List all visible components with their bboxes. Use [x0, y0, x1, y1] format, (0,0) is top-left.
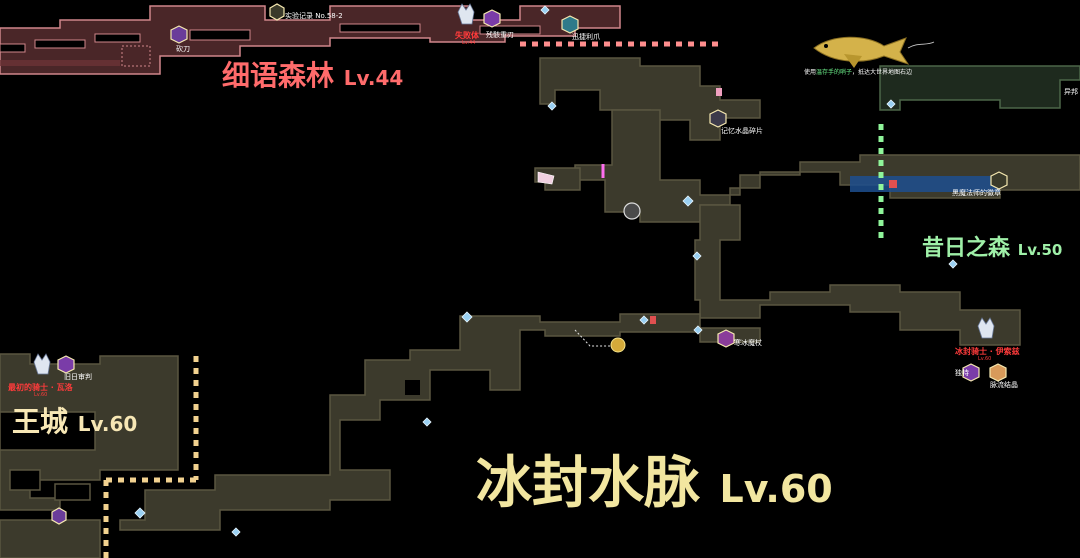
region-ancient-forest: 昔日之森 Lv.50	[922, 230, 1062, 262]
region-level: Lv.60	[719, 467, 833, 511]
region-royal-city: 王城 Lv.60	[12, 400, 137, 440]
fish-tip-highlight: 温存手的哨子	[816, 69, 853, 76]
label-lost-one: 失败体	[455, 31, 479, 40]
region-borders	[103, 41, 884, 558]
giant-fish-icon[interactable]	[813, 36, 935, 68]
label-old-judgment: 旧日审判	[64, 373, 92, 381]
label-ice-staff: 寒冰魔杖	[734, 339, 762, 347]
region-name: 王城	[12, 405, 69, 438]
label-broken-blade: 残骸重刃	[486, 31, 514, 39]
region-frozen-vein: 冰封水脉 Lv.60	[476, 438, 833, 519]
label-lone-item: 独特	[955, 369, 969, 377]
label-first-knight: 最初的骑士 · 瓦洛	[8, 383, 73, 392]
label-frozen-knight: 冰封骑士 · 伊索兹	[955, 347, 1020, 356]
region-name: 冰封水脉	[476, 451, 700, 516]
ancient-forest-terrain	[850, 65, 1080, 192]
label-frozen-knight-level: Lv.60	[978, 356, 992, 362]
label-dash-claw: 迅捷利爪	[572, 33, 600, 41]
coin-path	[574, 329, 612, 347]
region-level: Lv.60	[77, 412, 138, 436]
shrine-icon[interactable]	[623, 202, 641, 220]
red-marker-icon[interactable]	[889, 180, 897, 188]
fish-tip-suffix: ，抵达大世界地图右边	[852, 69, 913, 76]
region-name: 细语森林	[222, 59, 335, 92]
region-whisper-forest: 细语森林 Lv.44	[222, 54, 403, 94]
region-level: Lv.44	[343, 66, 404, 90]
horned-skull-icons[interactable]	[33, 3, 995, 375]
label-black-mage-emblem: 黑魔法师的徽章	[952, 189, 1001, 197]
fish-tip-prefix: 使用	[804, 69, 817, 76]
label-experiment-log: 实验记录 No.58-2	[285, 12, 343, 20]
frozen-vein-terrain	[119, 57, 1080, 531]
gold-coin-icon[interactable]	[610, 337, 626, 353]
label-flow-crystal: 脉流结晶	[990, 381, 1018, 389]
feather-icon[interactable]	[537, 171, 555, 185]
label-first-knight-level: Lv.60	[34, 392, 48, 398]
label-edge-text: 异邦	[1064, 88, 1078, 96]
fish-tip: 使用温存手的哨子，抵达大世界地图右边	[804, 67, 912, 76]
door-marker-icon[interactable]	[716, 88, 722, 96]
label-blade: 砍刀	[176, 45, 190, 53]
region-level: Lv.50	[1017, 241, 1063, 259]
save-point-icons[interactable]	[134, 5, 958, 537]
label-memory-shard: 记忆水晶碎片	[721, 127, 763, 135]
relic-hexagon-icons[interactable]	[51, 3, 1008, 525]
label-lost-one-level: Lv.44	[462, 40, 476, 46]
royal-city-terrain	[0, 353, 179, 558]
region-name: 昔日之森	[922, 236, 1011, 261]
red-marker-icon[interactable]	[650, 316, 656, 324]
